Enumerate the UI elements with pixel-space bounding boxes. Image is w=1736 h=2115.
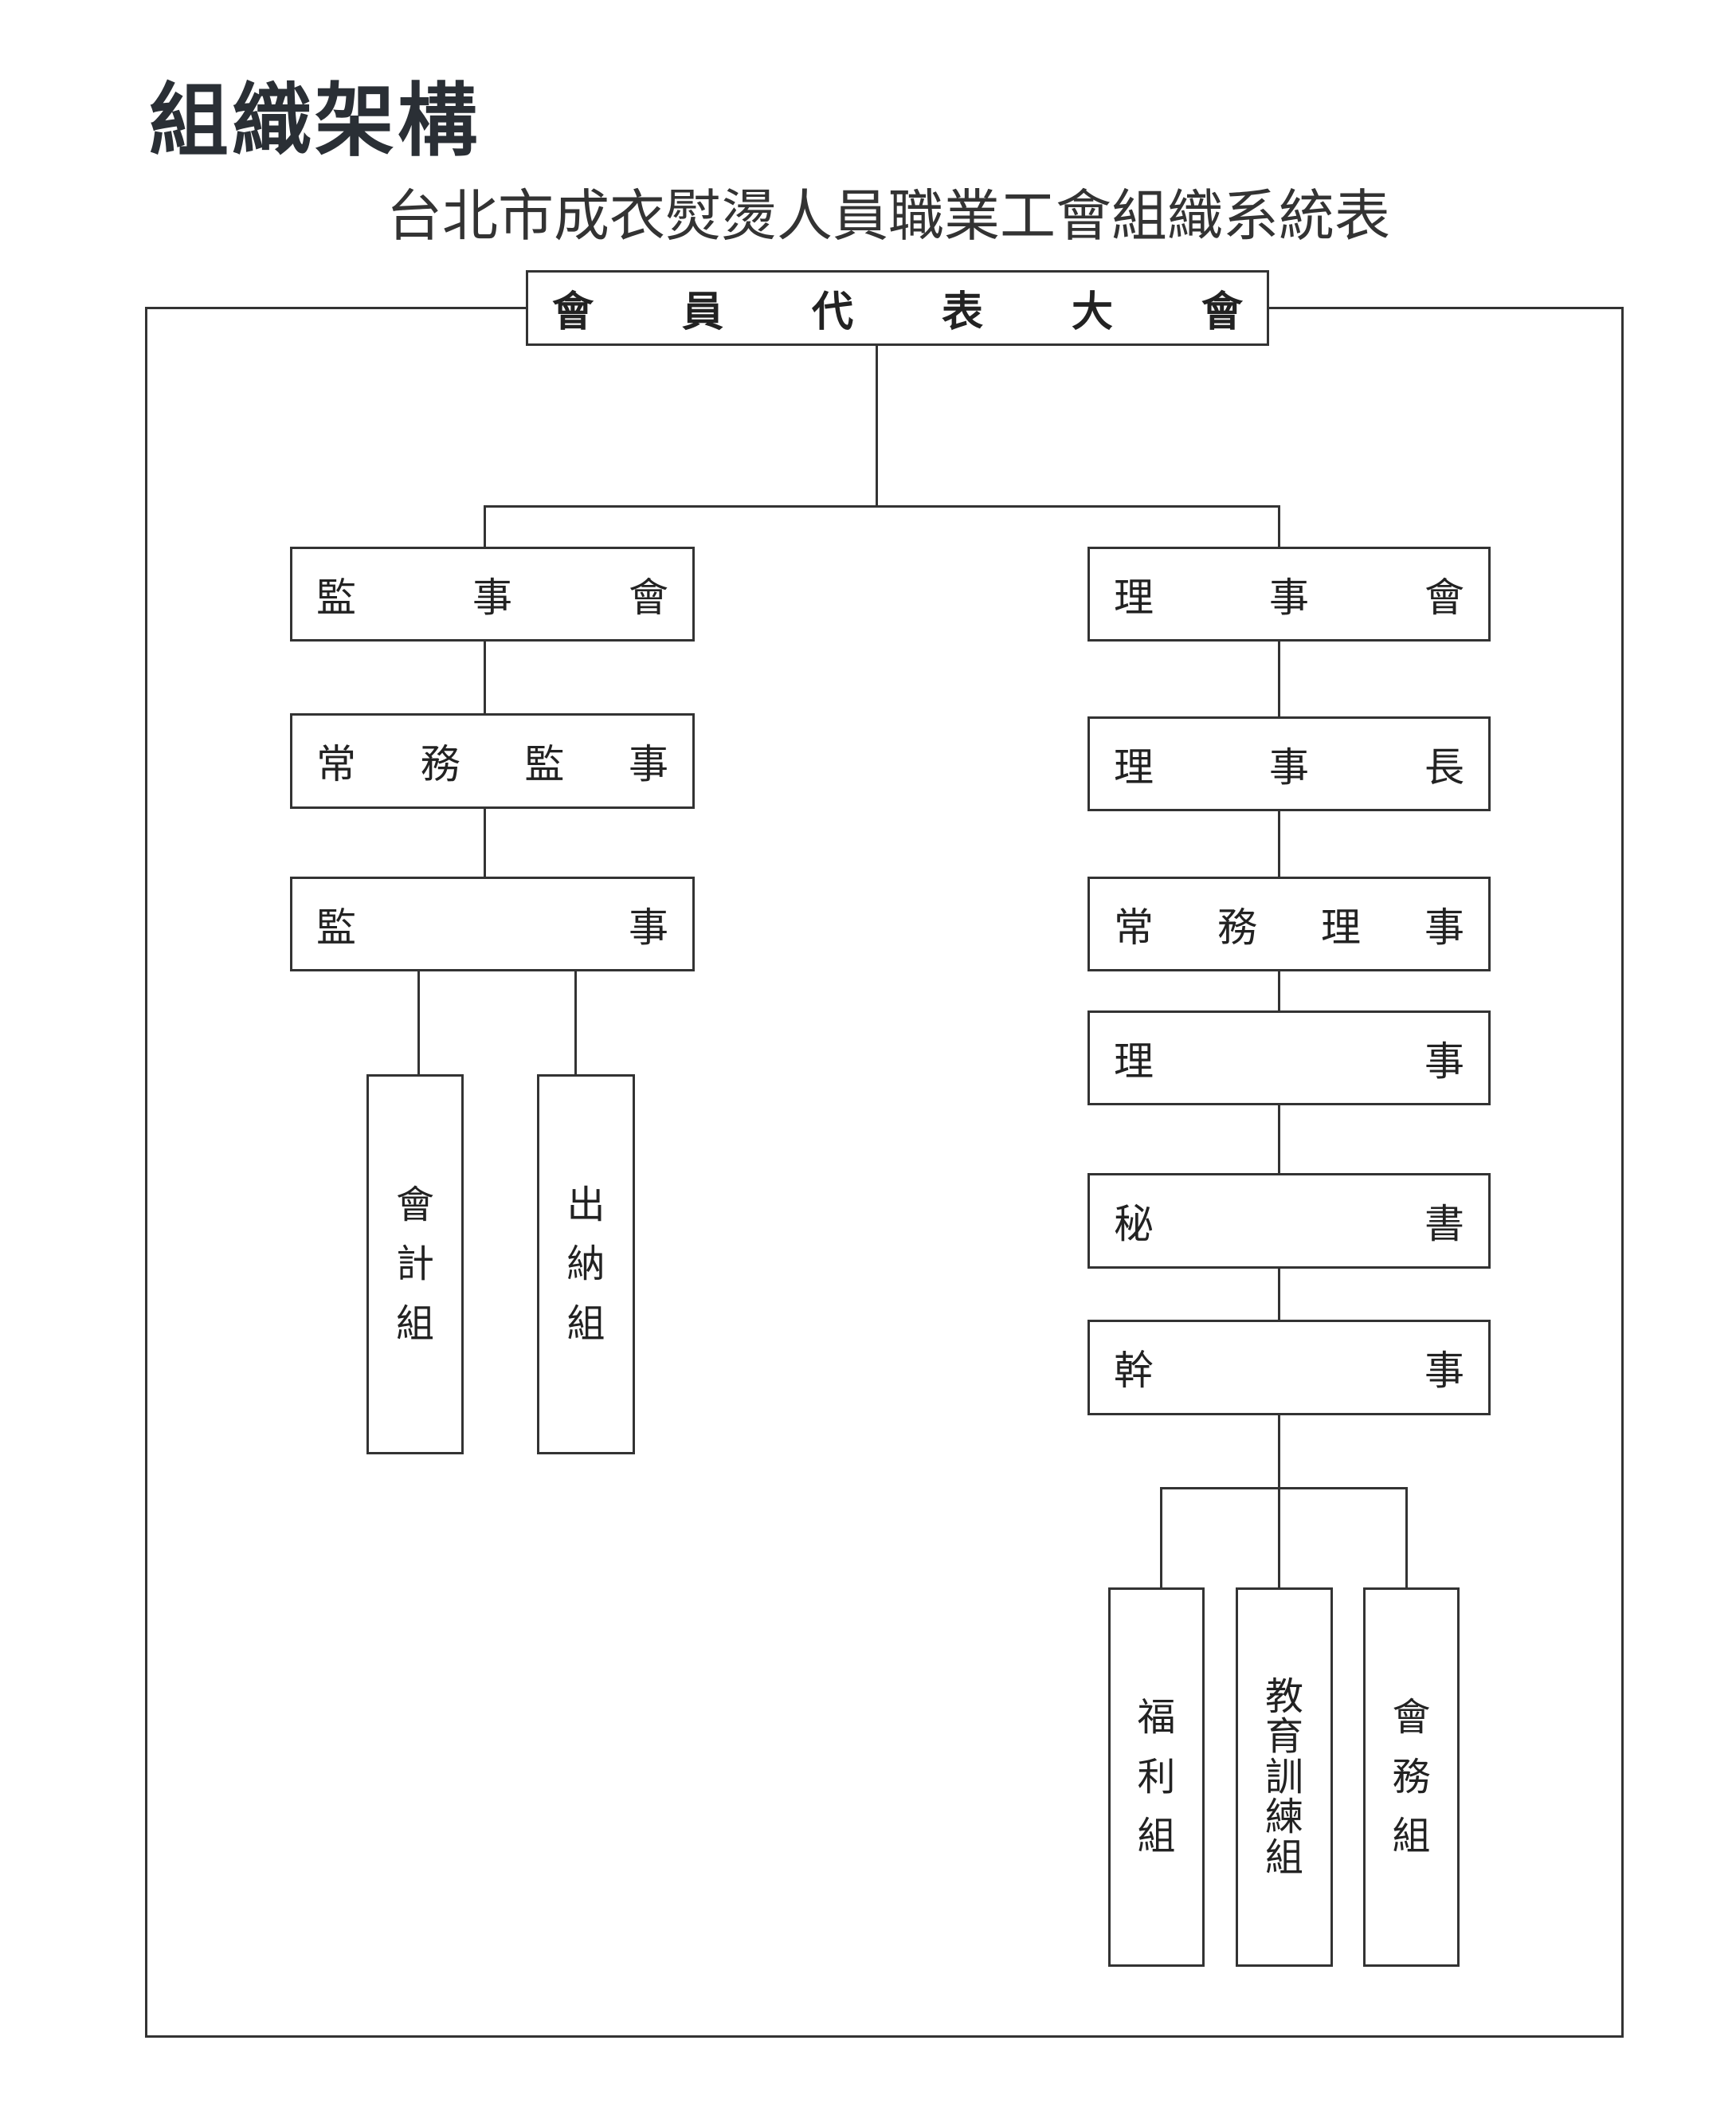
connector	[1278, 505, 1280, 547]
box-standing-supervisor: 常務監事	[290, 713, 695, 809]
label-char: 長	[1424, 744, 1464, 791]
label-char: 組	[1264, 1834, 1303, 1880]
connector	[1160, 1487, 1408, 1489]
label-char: 員	[681, 288, 723, 336]
label-char: 會	[629, 574, 668, 621]
connector	[484, 809, 486, 877]
label-char: 事	[472, 574, 512, 621]
chart-subtitle: 台北市成衣熨燙人員職業工會組織系統表	[386, 183, 1390, 249]
label-char: 組	[1392, 1814, 1431, 1859]
box-board-of-directors: 理事會	[1087, 547, 1491, 642]
label-char: 利	[1137, 1754, 1176, 1799]
label-char: 育	[1264, 1714, 1303, 1760]
box-secretary: 秘書	[1087, 1173, 1491, 1269]
label-char: 會	[552, 288, 594, 336]
label-char: 事	[1424, 1348, 1464, 1394]
connector	[574, 971, 577, 1074]
connector	[484, 505, 1280, 508]
label-char: 事	[1424, 904, 1464, 951]
label-char: 會	[1424, 574, 1464, 621]
box-welfare-group: 福利組	[1108, 1587, 1205, 1967]
label-char: 幹	[1114, 1348, 1154, 1394]
label-char: 福	[1137, 1695, 1176, 1740]
label-char: 組	[1137, 1814, 1176, 1859]
label-char: 監	[316, 574, 356, 621]
label-char: 組	[395, 1301, 434, 1346]
label-char: 監	[316, 904, 356, 951]
label-char: 會	[395, 1182, 434, 1227]
label-char: 事	[1269, 744, 1309, 791]
box-board-of-supervisors: 監事會	[290, 547, 695, 642]
label-char: 代	[811, 288, 853, 336]
box-supervisor: 監事	[290, 877, 695, 971]
label-char: 務	[420, 741, 460, 787]
box-director: 理事	[1087, 1010, 1491, 1105]
label-char: 練	[1264, 1795, 1303, 1840]
label-char: 事	[1269, 574, 1309, 621]
label-char: 理	[1321, 904, 1361, 951]
label-char: 監	[524, 741, 565, 787]
label-char: 大	[1071, 288, 1113, 336]
label-char: 納	[566, 1242, 605, 1287]
connector	[1405, 1487, 1408, 1587]
label-char: 會	[1392, 1695, 1431, 1740]
box-general-assembly: 會員代表大會	[526, 270, 1269, 346]
label-char: 理	[1114, 1038, 1154, 1085]
label-char: 事	[629, 904, 668, 951]
label-char: 出	[566, 1182, 605, 1227]
box-affairs-group: 會務組	[1363, 1587, 1460, 1967]
label-char: 表	[941, 288, 983, 336]
box-accounting-group: 會計組	[366, 1074, 464, 1454]
connector	[484, 505, 486, 547]
label-char: 務	[1217, 904, 1257, 951]
label-char: 秘	[1114, 1201, 1154, 1247]
label-char: 常	[316, 741, 356, 787]
box-education-training-group: 教育訓練組	[1236, 1587, 1333, 1967]
box-cashier-group: 出納組	[537, 1074, 635, 1454]
label-char: 事	[1424, 1038, 1464, 1085]
label-char: 理	[1114, 574, 1154, 621]
box-chairman: 理事長	[1087, 716, 1491, 811]
label-char: 教	[1264, 1674, 1303, 1720]
label-char: 組	[566, 1301, 605, 1346]
label-char: 書	[1424, 1201, 1464, 1247]
label-char: 事	[628, 741, 668, 787]
connector	[876, 346, 878, 507]
connector	[1160, 1487, 1162, 1587]
label-char: 訓	[1264, 1754, 1303, 1799]
label-char: 計	[395, 1242, 434, 1287]
connector	[1278, 1487, 1280, 1587]
connector	[417, 971, 420, 1074]
box-staff: 幹事	[1087, 1320, 1491, 1415]
connector	[484, 642, 486, 713]
label-char: 務	[1392, 1754, 1431, 1799]
label-char: 會	[1201, 288, 1243, 336]
label-char: 理	[1114, 744, 1154, 791]
box-standing-director: 常務理事	[1087, 877, 1491, 971]
page-title: 組織架構	[149, 74, 480, 167]
label-char: 常	[1114, 904, 1154, 951]
